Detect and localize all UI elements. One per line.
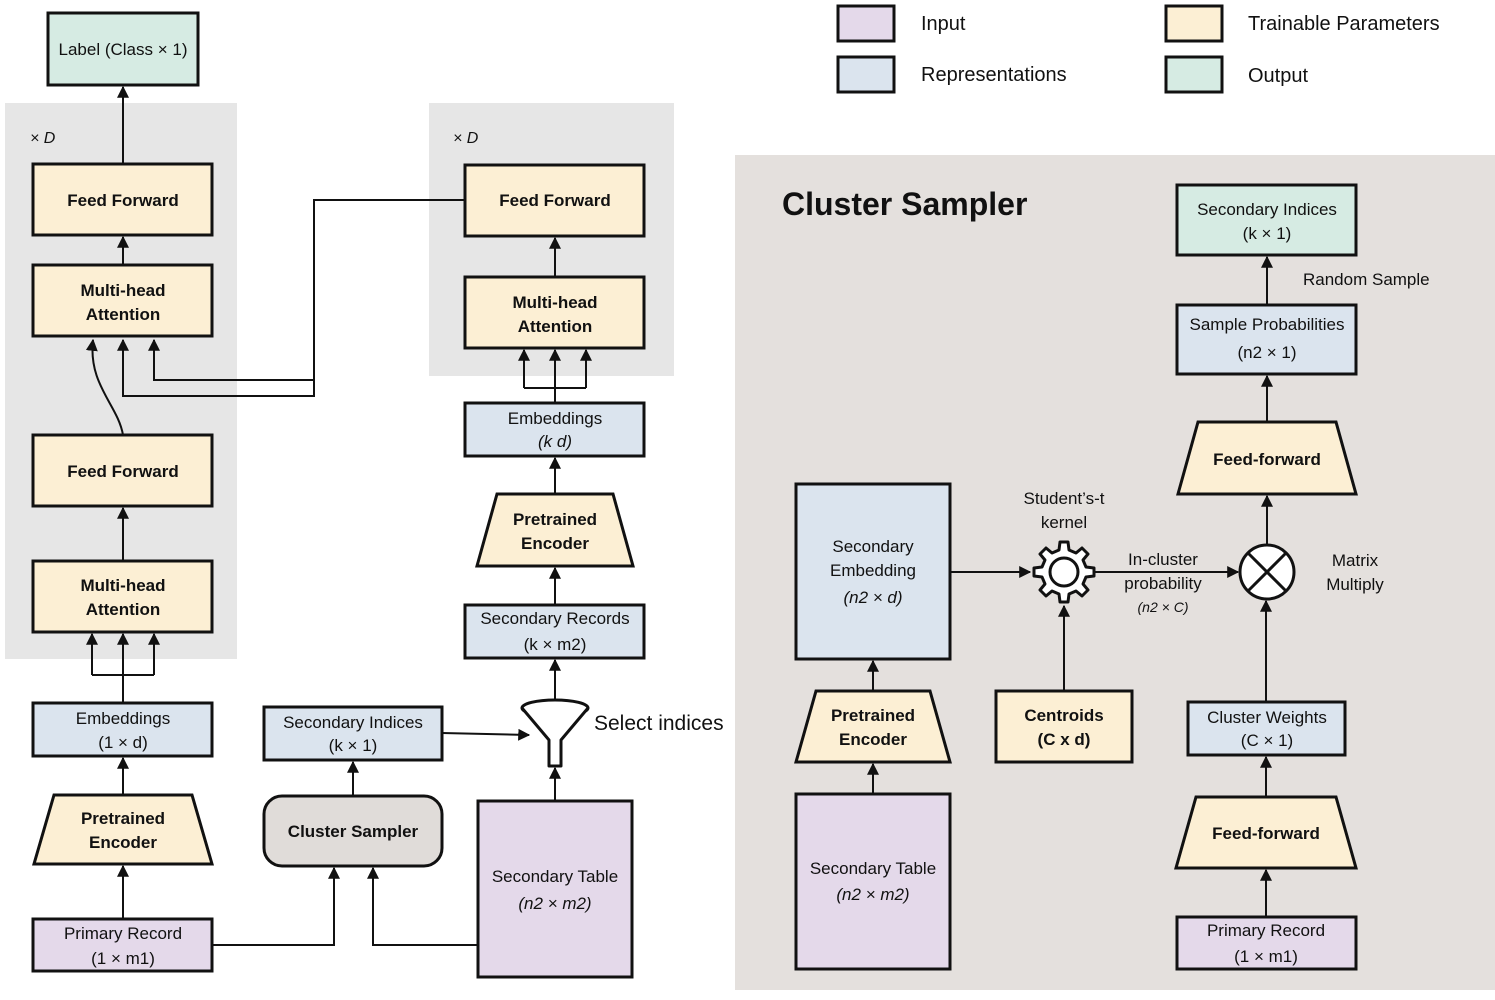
- sample-probabilities-box: [1175, 303, 1358, 376]
- legend-representations-swatch: [836, 55, 896, 94]
- middle-secondary-table-line1: Secondary Table: [492, 867, 618, 886]
- middle-secondary-records-line1: Secondary Records: [480, 609, 629, 628]
- left-encoder-line1: Pretrained: [81, 809, 165, 828]
- cluster-weights-box: [1186, 700, 1347, 757]
- students-kernel-line1: Student’s-t: [1024, 489, 1105, 508]
- middle-feed-forward-text: Feed Forward: [499, 191, 610, 210]
- middle-embeddings-box: [463, 401, 646, 458]
- middle-secondary-records-line2: (k × m2): [524, 635, 587, 654]
- cluster-sampler-title: Cluster Sampler: [782, 186, 1027, 222]
- middle-secondary-indices-line1: Secondary Indices: [283, 713, 423, 732]
- cluster-sampler-node-text: Cluster Sampler: [288, 822, 419, 841]
- cluster-feed-forward-bottom: [1174, 795, 1358, 870]
- cluster-pretrained-encoder: [794, 689, 952, 764]
- cluster-secondary-indices-line1: Secondary Indices: [1197, 200, 1337, 219]
- legend-input-label: Input: [921, 13, 966, 35]
- cluster-feed-forward-top: [1176, 420, 1358, 496]
- centroids-box: [994, 689, 1134, 764]
- middle-embeddings-line2: (k d): [538, 432, 572, 451]
- gear-icon: [1032, 540, 1096, 604]
- sample-probabilities-line2: (n2 × 1): [1237, 343, 1296, 362]
- left-embeddings-line1: Embeddings: [76, 709, 171, 728]
- in-cluster-line3: (n2 × C): [1138, 599, 1189, 615]
- in-cluster-line1: In-cluster: [1128, 550, 1198, 569]
- middle-secondary-table-line2: (n2 × m2): [518, 894, 591, 913]
- left-primary-record-line1: Primary Record: [64, 924, 182, 943]
- legend-representations-label: Representations: [921, 64, 1067, 86]
- cluster-secondary-table-line2: (n2 × m2): [836, 885, 909, 904]
- left-primary-record-line2: (1 × m1): [91, 949, 155, 968]
- matrix-multiply-icon: [1238, 543, 1296, 601]
- cluster-secondary-indices-box: [1175, 183, 1358, 257]
- secondary-embedding-line1: Secondary: [832, 537, 914, 556]
- legend-trainable-swatch: [1164, 4, 1224, 43]
- legend-input-swatch: [836, 4, 896, 43]
- left-multihead-bottom-line2: Attention: [86, 600, 161, 619]
- cluster-feed-forward-bottom-text: Feed-forward: [1212, 824, 1320, 843]
- secondary-embedding-box: [794, 482, 952, 661]
- funnel-icon: [520, 698, 590, 768]
- cluster-encoder-line1: Pretrained: [831, 706, 915, 725]
- matrix-multiply-line2: Multiply: [1326, 575, 1384, 594]
- random-sample-label: Random Sample: [1303, 270, 1430, 289]
- cluster-secondary-table-line1: Secondary Table: [810, 859, 936, 878]
- left-feed-forward-bottom-text: Feed Forward: [67, 462, 178, 481]
- cluster-weights-line2: (C × 1): [1241, 731, 1293, 750]
- sample-probabilities-line1: Sample Probabilities: [1190, 315, 1345, 334]
- left-multihead-top-line1: Multi-head: [81, 281, 166, 300]
- legend-output-label: Output: [1248, 65, 1308, 87]
- left-pretrained-encoder: [32, 793, 214, 866]
- left-feed-forward-top-text: Feed Forward: [67, 191, 178, 210]
- middle-multihead: [463, 275, 646, 350]
- centroids-line2: (C x d): [1038, 730, 1091, 749]
- middle-multihead-line2: Attention: [518, 317, 593, 336]
- in-cluster-line2: probability: [1124, 574, 1202, 593]
- middle-feed-forward: [463, 163, 646, 238]
- cluster-feed-forward-top-text: Feed-forward: [1213, 450, 1321, 469]
- middle-repeat-label: × D: [453, 130, 479, 147]
- cluster-primary-record-line1: Primary Record: [1207, 921, 1325, 940]
- middle-multihead-line1: Multi-head: [513, 293, 598, 312]
- cluster-weights-line1: Cluster Weights: [1207, 708, 1327, 727]
- legend-trainable-label: Trainable Parameters: [1248, 13, 1440, 35]
- left-encoder-line2: Encoder: [89, 833, 157, 852]
- left-multihead-top-line2: Attention: [86, 305, 161, 324]
- centroids-line1: Centroids: [1024, 706, 1103, 725]
- matrix-multiply-line1: Matrix: [1332, 551, 1379, 570]
- students-kernel-line2: kernel: [1041, 513, 1087, 532]
- left-embeddings-box: [31, 701, 214, 758]
- middle-encoder-line2: Encoder: [521, 534, 589, 553]
- middle-embeddings-line1: Embeddings: [508, 409, 603, 428]
- cluster-secondary-table-box: [794, 792, 952, 971]
- left-repeat-label: × D: [30, 130, 56, 147]
- left-embeddings-line2: (1 × d): [98, 733, 148, 752]
- left-feed-forward-top: [31, 162, 214, 237]
- legend-output-swatch: [1164, 55, 1224, 94]
- left-multihead-bottom: [31, 559, 214, 634]
- label-output-text: Label (Class × 1): [59, 40, 188, 59]
- middle-encoder-line1: Pretrained: [513, 510, 597, 529]
- select-indices-label: Select indices: [594, 712, 724, 735]
- cluster-primary-record-line2: (1 × m1): [1234, 947, 1298, 966]
- left-multihead-bottom-line1: Multi-head: [81, 576, 166, 595]
- left-multihead-top: [31, 263, 214, 338]
- middle-pretrained-encoder: [475, 492, 635, 568]
- middle-secondary-indices-line2: (k × 1): [329, 736, 378, 755]
- label-output-box: [46, 11, 200, 87]
- middle-secondary-records-box: [463, 603, 646, 660]
- cluster-secondary-indices-line2: (k × 1): [1243, 224, 1292, 243]
- secondary-embedding-line3: (n2 × d): [843, 588, 902, 607]
- secondary-embedding-line2: Embedding: [830, 561, 916, 580]
- cluster-encoder-line2: Encoder: [839, 730, 907, 749]
- middle-secondary-table-box: [476, 799, 634, 979]
